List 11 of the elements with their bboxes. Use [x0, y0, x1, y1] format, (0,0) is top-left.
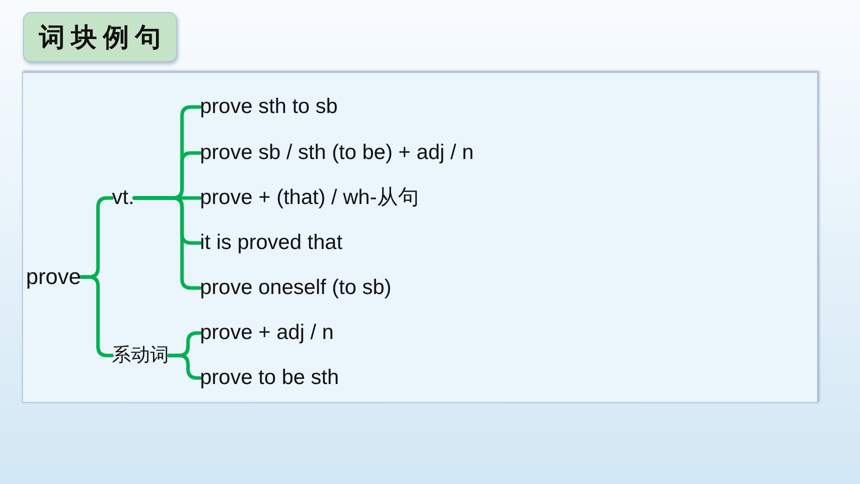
usage-pattern: prove to be sth — [200, 365, 339, 391]
headword: prove — [26, 263, 82, 291]
section-title: 词块例句 — [23, 12, 177, 62]
usage-pattern: prove sb / sth (to be) + adj / n — [200, 140, 474, 166]
usage-pattern: prove + (that) / wh-从句 — [200, 185, 419, 211]
part-of-speech-label: 系动词 — [112, 344, 169, 368]
part-of-speech-label: vt. — [112, 185, 134, 211]
usage-pattern: prove oneself (to sb) — [200, 275, 392, 301]
usage-pattern: it is proved that — [200, 230, 342, 256]
usage-pattern: prove + adj / n — [200, 320, 334, 346]
usage-pattern: prove sth to sb — [200, 94, 338, 120]
